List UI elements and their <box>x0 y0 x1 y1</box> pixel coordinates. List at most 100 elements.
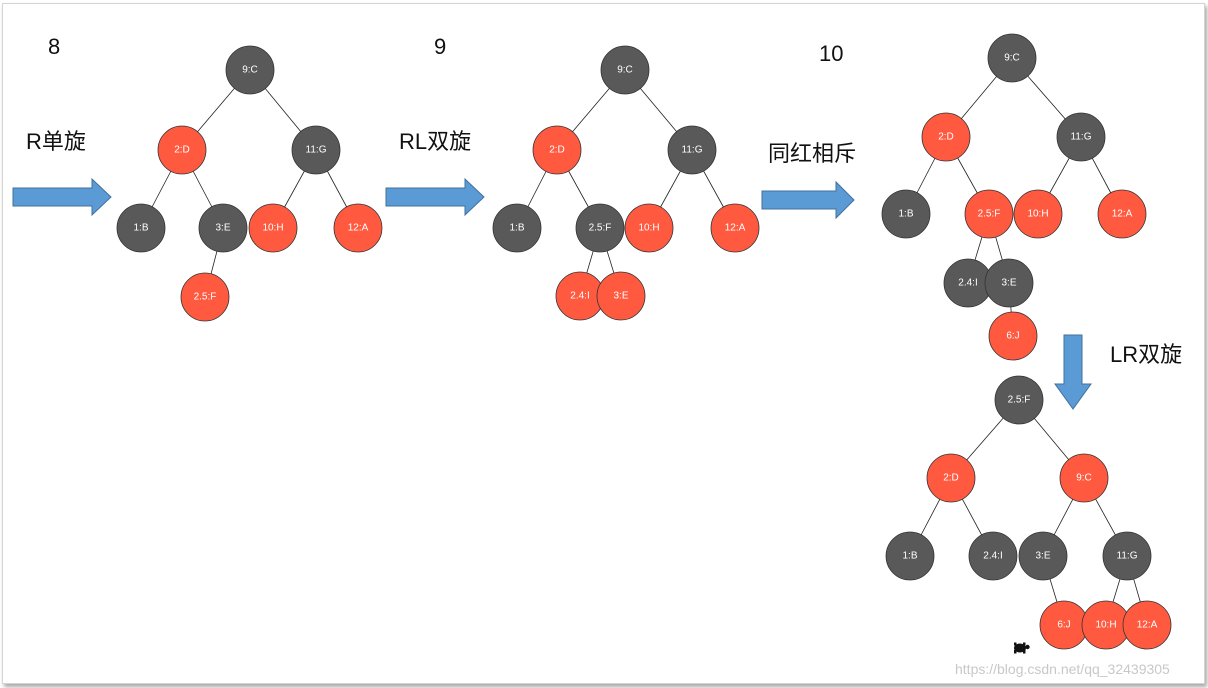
operation-label-red-conflict: 同红相斥 <box>768 141 856 166</box>
tree-node-step-9-3E: 3:E <box>596 271 646 321</box>
node-label: 11:G <box>1117 551 1138 562</box>
node-circle-black <box>225 45 275 95</box>
tree-node-step-8-10H: 10:H <box>248 203 298 253</box>
node-label: 2.5:F <box>1008 395 1031 406</box>
tree-node-step-10-11G: 11:G <box>1056 112 1106 162</box>
tree-node-step-8-2D: 2:D <box>157 125 207 175</box>
tree-node-step-9-9C: 9:C <box>600 45 650 95</box>
tree-node-step-10-after-11G: 11:G <box>1102 531 1152 581</box>
tree-node-step-10-after-2D: 2:D <box>926 453 976 503</box>
node-circle-black <box>116 203 166 253</box>
tree-node-step-10-9C: 9:C <box>987 33 1037 83</box>
node-label: 1:B <box>133 223 148 234</box>
node-circle-black <box>881 189 931 239</box>
step-number-10: 10 <box>819 41 843 66</box>
node-label: 2.5:F <box>978 209 1001 220</box>
node-label: 9:C <box>617 65 633 76</box>
tree-node-step-9-10H: 10:H <box>624 203 674 253</box>
node-label: 1:B <box>902 551 917 562</box>
operation-label-rl-rotation: RL双旋 <box>399 129 471 154</box>
node-circle-black <box>198 203 248 253</box>
node-circle-red <box>1013 189 1063 239</box>
node-circle-red <box>248 203 298 253</box>
node-label: 1:B <box>509 223 524 234</box>
arrow-down <box>1054 334 1092 410</box>
node-label: 2.5:F <box>589 223 612 234</box>
arrows-layer <box>12 177 1092 410</box>
node-circle-red <box>157 125 207 175</box>
node-circle-red <box>532 125 582 175</box>
node-circle-red <box>988 311 1038 361</box>
tree-node-step-10-after-24I: 2.4:I <box>968 531 1018 581</box>
node-circle-black <box>968 531 1018 581</box>
node-circle-red <box>921 112 971 162</box>
node-label: 10:H <box>1027 209 1048 220</box>
tree-node-step-8-3E: 3:E <box>198 203 248 253</box>
node-label: 9:C <box>1076 473 1092 484</box>
tree-node-step-10-after-6J: 6:J <box>1039 600 1089 650</box>
node-circle-black <box>492 203 542 253</box>
node-circle-red <box>964 189 1014 239</box>
turtle-icon <box>1014 642 1030 654</box>
node-circle-red <box>624 203 674 253</box>
node-label: 2:D <box>549 145 565 156</box>
node-label: 6:J <box>1006 331 1019 342</box>
tree-node-step-8-9C: 9:C <box>225 45 275 95</box>
tree-node-step-9-2D: 2:D <box>532 125 582 175</box>
tree-node-step-10-12A: 12:A <box>1097 189 1147 239</box>
tree-node-step-9-11G: 11:G <box>667 125 717 175</box>
node-label: 9:C <box>242 65 258 76</box>
node-label: 1:B <box>898 209 913 220</box>
tree-node-step-10-10H: 10:H <box>1013 189 1063 239</box>
node-label: 11:G <box>682 145 703 156</box>
tree-node-step-9-12A: 12:A <box>710 203 760 253</box>
tree-node-step-10-after-3E: 3:E <box>1018 531 1068 581</box>
node-label: 2.5:F <box>194 292 217 303</box>
node-circle-red <box>1097 189 1147 239</box>
tree-node-step-10-3E: 3:E <box>984 258 1034 308</box>
node-label: 11:G <box>306 145 327 156</box>
tree-node-step-9-25F: 2.5:F <box>575 203 625 253</box>
tree-node-step-10-after-12A: 12:A <box>1122 600 1172 650</box>
node-label: 12:A <box>725 223 746 234</box>
node-circle-black <box>575 203 625 253</box>
node-label: 2:D <box>174 145 190 156</box>
node-label: 3:E <box>215 223 230 234</box>
node-label: 10:H <box>1095 620 1116 631</box>
node-label: 10:H <box>262 223 283 234</box>
node-label: 3:E <box>1001 278 1016 289</box>
node-circle-red <box>926 453 976 503</box>
tree-node-step-10-after-25F: 2.5:F <box>994 375 1044 425</box>
node-label: 2.4:I <box>570 291 589 302</box>
node-label: 9:C <box>1004 53 1020 64</box>
tree-node-step-8-12A: 12:A <box>333 203 383 253</box>
tree-node-step-8-11G: 11:G <box>291 125 341 175</box>
node-label: 2.4:I <box>983 551 1002 562</box>
tree-node-step-10-6J: 6:J <box>988 311 1038 361</box>
node-circle-red <box>596 271 646 321</box>
arrow-right-1 <box>12 177 112 217</box>
node-label: 6:J <box>1057 620 1070 631</box>
node-circle-black <box>1018 531 1068 581</box>
node-circle-red <box>333 203 383 253</box>
tree-node-step-10-2D: 2:D <box>921 112 971 162</box>
node-circle-black <box>1102 531 1152 581</box>
arrow-right-3 <box>761 180 855 220</box>
node-circle-red <box>1122 600 1172 650</box>
node-label: 12:A <box>1112 209 1133 220</box>
step-number-9: 9 <box>434 34 446 59</box>
step-number-8: 8 <box>48 34 60 59</box>
node-label: 3:E <box>613 291 628 302</box>
node-circle-black <box>600 45 650 95</box>
operation-label-lr-rotation: LR双旋 <box>1110 342 1182 367</box>
node-circle-black <box>885 531 935 581</box>
tree-node-step-10-1B: 1:B <box>881 189 931 239</box>
nodes-layer: 9:C 2:D 11:G 1:B 3:E 10:H 12:A 2.5:F 9:C 2:D 11:G 1… <box>116 33 1172 650</box>
node-circle-black <box>984 258 1034 308</box>
watermark-text: https://blog.csdn.net/qq_32439305 <box>955 661 1170 677</box>
node-circle-black <box>667 125 717 175</box>
node-label: 3:E <box>1035 551 1050 562</box>
node-circle-black <box>994 375 1044 425</box>
node-circle-red <box>1059 453 1109 503</box>
